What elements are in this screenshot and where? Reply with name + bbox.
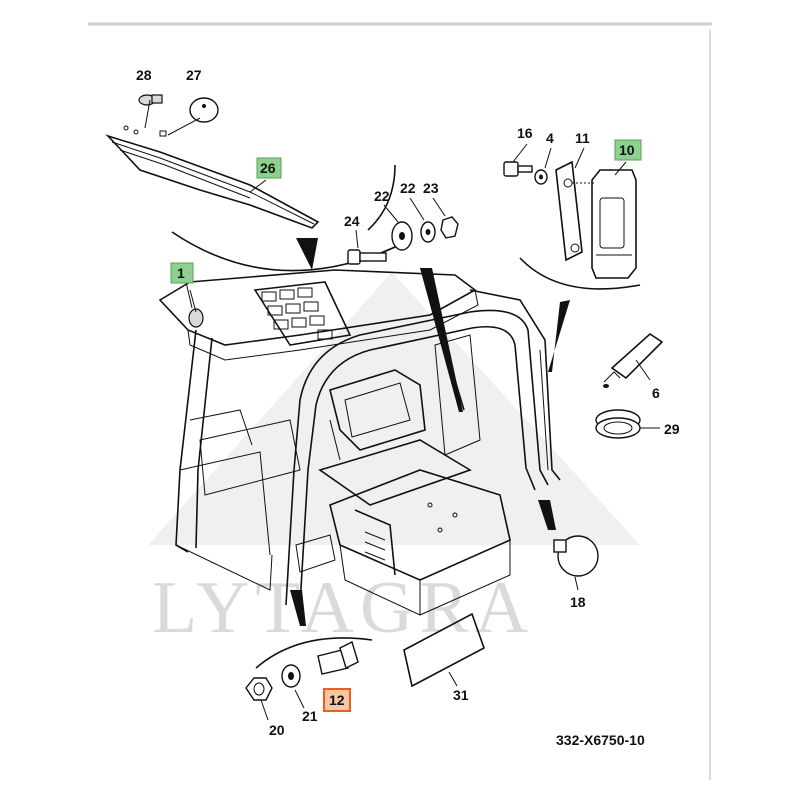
callout-21: 21: [302, 708, 318, 724]
part-29-ring: [595, 409, 660, 439]
arc-pointer-22: [420, 268, 463, 412]
callout-6: 6: [652, 385, 660, 401]
rops-arch: [285, 309, 549, 606]
part-1-plug: [188, 289, 204, 328]
callout-16: 16: [517, 125, 533, 141]
part-20-nut: [245, 677, 273, 701]
callout-18: 18: [570, 594, 586, 610]
left-front-pillar: [175, 329, 197, 553]
part-27-grommet: [167, 97, 219, 136]
callout-10-box: [614, 139, 642, 161]
part-4-washer: [534, 169, 548, 185]
callout-28: 28: [136, 67, 152, 83]
floor-console: [329, 469, 511, 616]
part-26-rail: [105, 99, 320, 229]
callout-11: 11: [575, 130, 590, 146]
callout-1-box: [170, 262, 194, 284]
watermark-text: LYTAGRA: [152, 567, 534, 649]
cab-roof: [158, 269, 477, 346]
callout-22b: 22: [400, 180, 416, 196]
callout-29: 29: [664, 421, 680, 437]
watermark: LYTAGRA: [148, 272, 640, 649]
callout-23: 23: [423, 180, 439, 196]
callout-12: 12: [329, 692, 345, 708]
right-rear-pillar: [469, 289, 561, 481]
callout-12-box: [323, 688, 351, 712]
part-22-washer-a: [391, 221, 413, 251]
part-21-washer: [281, 664, 301, 688]
callout-26: 26: [260, 160, 276, 176]
part-22-washer-b: [420, 221, 436, 243]
part-31-decal: [403, 612, 485, 688]
part-18-knob: [553, 535, 599, 577]
callout-10: 10: [619, 142, 635, 158]
callout-1: 1: [177, 265, 185, 281]
arc-pointer-18: [538, 500, 556, 530]
leader-lines: [185, 143, 627, 721]
callout-26-box: [256, 157, 282, 179]
drawing-code: 332-X6750-10: [556, 732, 645, 748]
part-10-latch: [591, 169, 637, 279]
part-6-tube: [603, 332, 664, 388]
part-12-stud: [317, 641, 359, 675]
part-11-plate: [555, 160, 595, 262]
part-23-nut: [440, 216, 459, 239]
seat: [318, 369, 472, 506]
callout-labels: 28 27 26 16 4 11 10 22 22 23 24 1 6 29 1…: [136, 67, 680, 748]
arc-pointer-26: [296, 238, 318, 270]
callout-31: 31: [453, 687, 469, 703]
detail-callout-arcs: [171, 164, 641, 669]
cab-assembly: [158, 269, 561, 616]
callout-24: 24: [344, 213, 360, 229]
callout-20: 20: [269, 722, 285, 738]
arc-pointer-12: [290, 590, 306, 626]
right-side-panel: [434, 334, 481, 456]
callout-27: 27: [186, 67, 202, 83]
roof-vent-grid: [253, 281, 352, 346]
callout-4: 4: [546, 130, 554, 146]
part-28-rivet: [138, 94, 163, 106]
callout-22a: 22: [374, 188, 390, 204]
part-24-bolt: [347, 249, 387, 265]
part-16-bolt: [503, 161, 533, 177]
arc-pointer-10: [548, 300, 570, 372]
